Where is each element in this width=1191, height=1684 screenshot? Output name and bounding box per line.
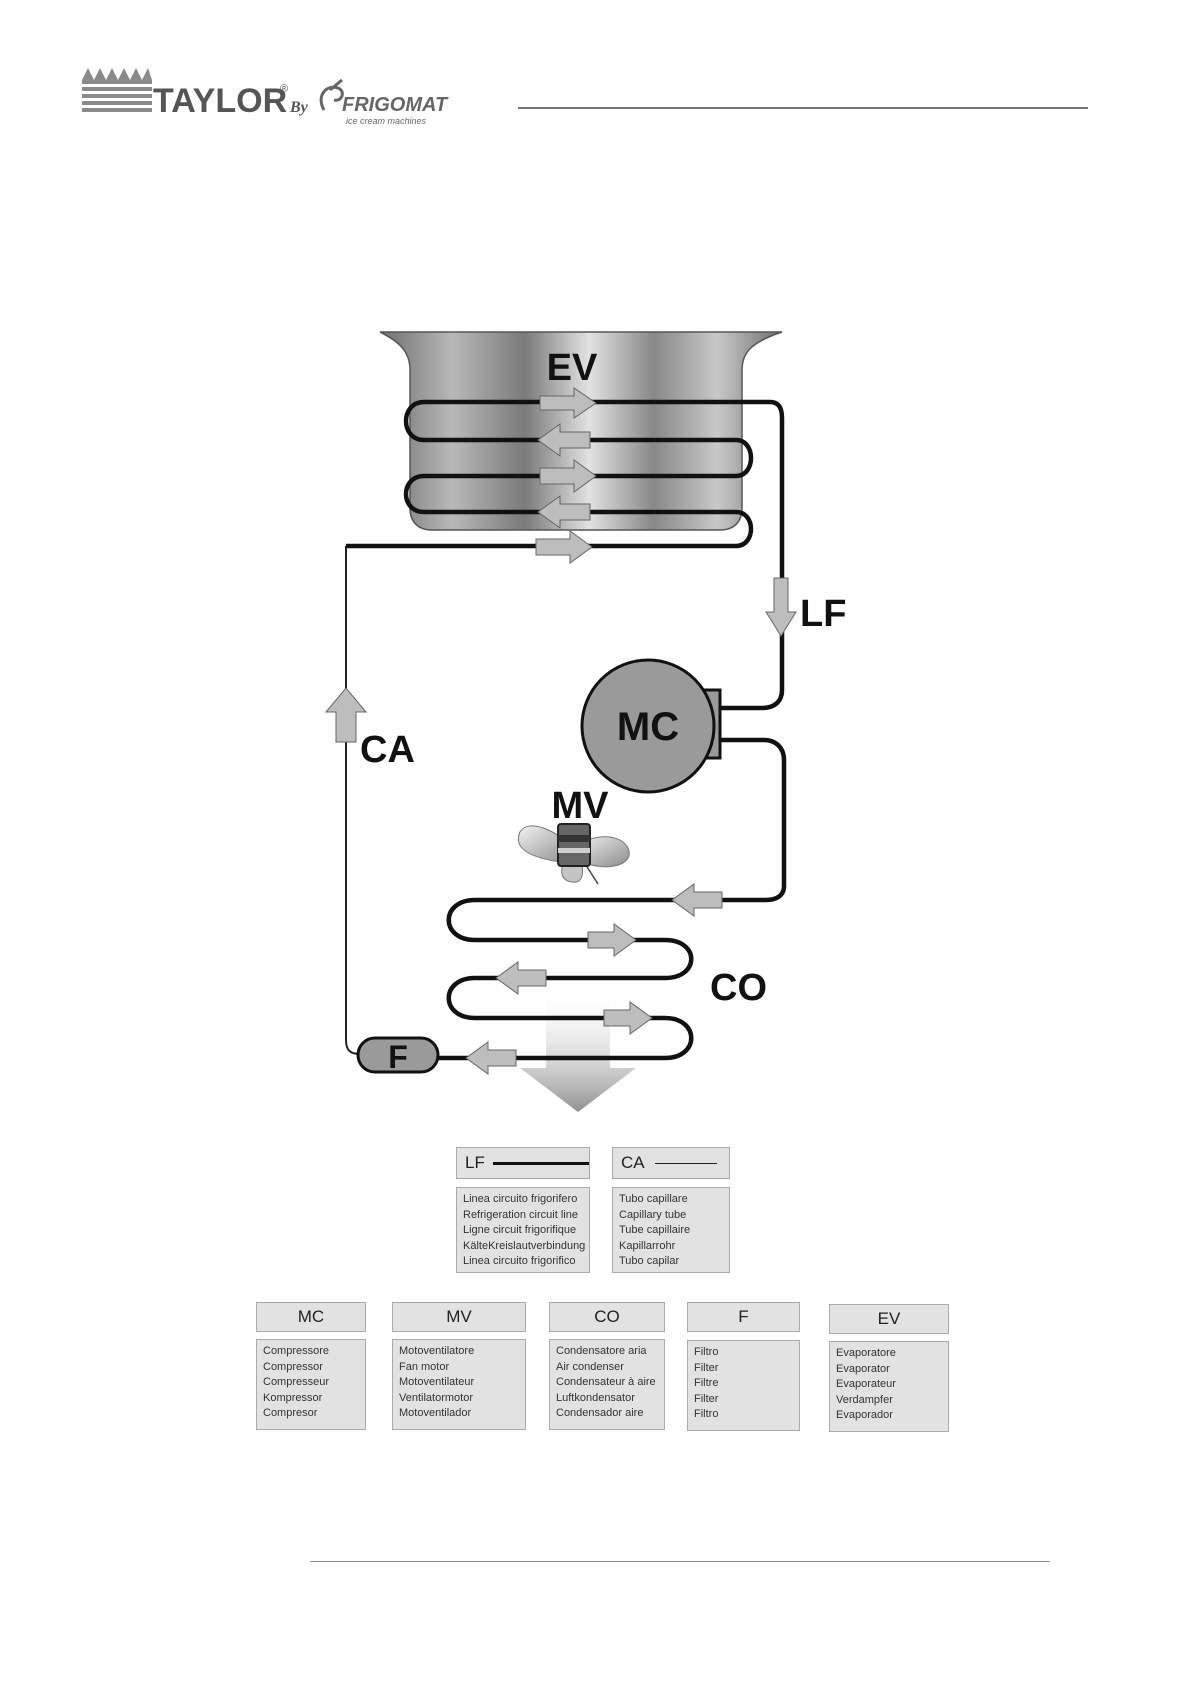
logo-brand-text: TAYLOR [153,82,287,120]
flow-arrow [603,1001,653,1035]
list-item: Motoventilateur [399,1376,475,1389]
legend-ev-list: Evaporatore Evaporator Evaporateur Verda… [829,1341,949,1432]
list-item: Ventilatormotor [399,1391,473,1404]
list-item: Filtro [694,1346,719,1358]
flow-arrow [539,387,597,419]
discharge-line [430,737,787,1061]
legend-f-code: F [738,1307,749,1326]
logo-partner-text: FRIGOMAT [342,94,449,116]
list-item: Evaporador [836,1409,893,1422]
refrigeration-circuit-diagram: EV LF MC CA MV CO F [320,320,940,1120]
legend-lf-header: LF [456,1147,590,1179]
legend-ca-line-sample [654,1162,717,1164]
legend-f-list: Filtro Filter Filtre Filter Filtro [687,1340,800,1431]
flow-arrow [537,423,591,457]
list-item: Evaporateur [836,1378,896,1391]
list-item: Filter [694,1392,719,1405]
legend-ca-header: CA [612,1147,730,1179]
list-item: Filter [694,1361,719,1374]
flow-arrow [535,530,593,564]
legend-mc-header: MC [256,1302,366,1332]
flow-arrow [587,923,637,957]
list-item: Evaporator [836,1362,890,1375]
list-item: Condensatore aria [556,1345,647,1357]
list-item: Compressor [263,1360,323,1373]
label-mv: MV [552,785,610,827]
list-item: Linea circuito frigorifico [463,1255,576,1268]
label-lf: LF [800,593,846,635]
flow-arrow [537,495,591,529]
logo-tagline-text: ice cream machines [346,116,427,126]
label-mc: MC [617,705,679,749]
filter-body [356,1036,440,1074]
frigomat-emblem-icon [319,78,344,111]
label-ev: EV [547,347,598,389]
fan-motor-icon [517,823,630,885]
list-item: Verdampfer [836,1393,893,1406]
legend-co-header: CO [549,1302,665,1332]
label-f: F [388,1039,408,1075]
flow-arrow [465,1041,517,1075]
legend-co-code: CO [594,1307,620,1326]
list-item: Capillary tube [619,1208,687,1221]
logo-by-text: By [289,99,309,116]
header-rule [518,107,1088,109]
logo-registered-mark: ® [280,83,288,95]
list-item: Linea circuito frigorifero [463,1193,578,1205]
legend-lf-line-sample [492,1161,589,1165]
logo-graphic: TAYLOR ® By FRIGOMAT ice cream machines [82,68,449,126]
evaporator-tank [379,331,783,531]
label-co: CO [710,967,767,1009]
list-item: KälteKreislautverbindung [463,1239,586,1252]
legend-mc-code: MC [297,1307,325,1326]
list-item: Compresor [263,1407,318,1420]
legend-ev-code: EV [877,1309,901,1328]
list-item: Condensador aire [556,1407,644,1420]
list-item: Air condenser [556,1360,624,1373]
legend-f-header: F [687,1302,800,1332]
flow-arrows [324,387,797,1075]
legend-lf-code: LF [465,1153,485,1172]
refrigeration-line [346,399,785,711]
list-item: Filtro [694,1408,719,1421]
legend-mc-list: Compressore Compressor Compresseur Kompr… [256,1339,366,1430]
legend-ca-list: Tubo capillare Capillary tube Tube capil… [612,1187,730,1273]
legend-mv-header: MV [392,1302,526,1332]
list-item: Ligne circuit frigorifique [463,1224,577,1237]
label-ca: CA [360,729,415,771]
list-item: Luftkondensator [556,1391,635,1404]
taylor-frigomat-logo: TAYLOR ® By FRIGOMAT ice cream machines [80,66,480,130]
flow-arrow [765,577,797,637]
circuit-svg: EV LF MC CA MV CO F [324,331,846,1112]
flow-arrow [324,687,368,743]
footer-rule [310,1561,1050,1562]
flow-arrow [539,459,597,493]
list-item: Compressore [263,1345,330,1357]
list-item: Tubo capillare [619,1193,688,1205]
list-item: Filtre [694,1377,719,1390]
legend-lf-list: Linea circuito frigorifero Refrigeration… [456,1187,590,1273]
list-item: Fan motor [399,1360,450,1373]
list-item: Motoventilatore [399,1345,475,1357]
list-item: Compresseur [263,1376,330,1389]
legend-co-list: Condensatore aria Air condenser Condensa… [549,1339,665,1430]
legend-ca-code: CA [621,1153,645,1172]
list-item: Evaporatore [836,1347,896,1359]
compressor-body [580,658,716,794]
list-item: Motoventilador [399,1407,472,1420]
list-item: Kompressor [263,1391,323,1404]
capillary-line [345,546,361,1055]
flow-arrow [671,883,723,917]
list-item: Condensateur à aire [556,1376,656,1389]
list-item: Tube capillaire [619,1224,691,1237]
list-item: Refrigeration circuit line [463,1208,578,1221]
legend-mv-list: Motoventilatore Fan motor Motoventilateu… [392,1339,526,1430]
list-item: Tubo capilar [619,1255,680,1268]
list-item: Kapillarrohr [619,1239,676,1252]
legend-mv-code: MV [446,1307,472,1326]
flow-arrow [495,961,547,995]
legend-ev-header: EV [829,1304,949,1334]
